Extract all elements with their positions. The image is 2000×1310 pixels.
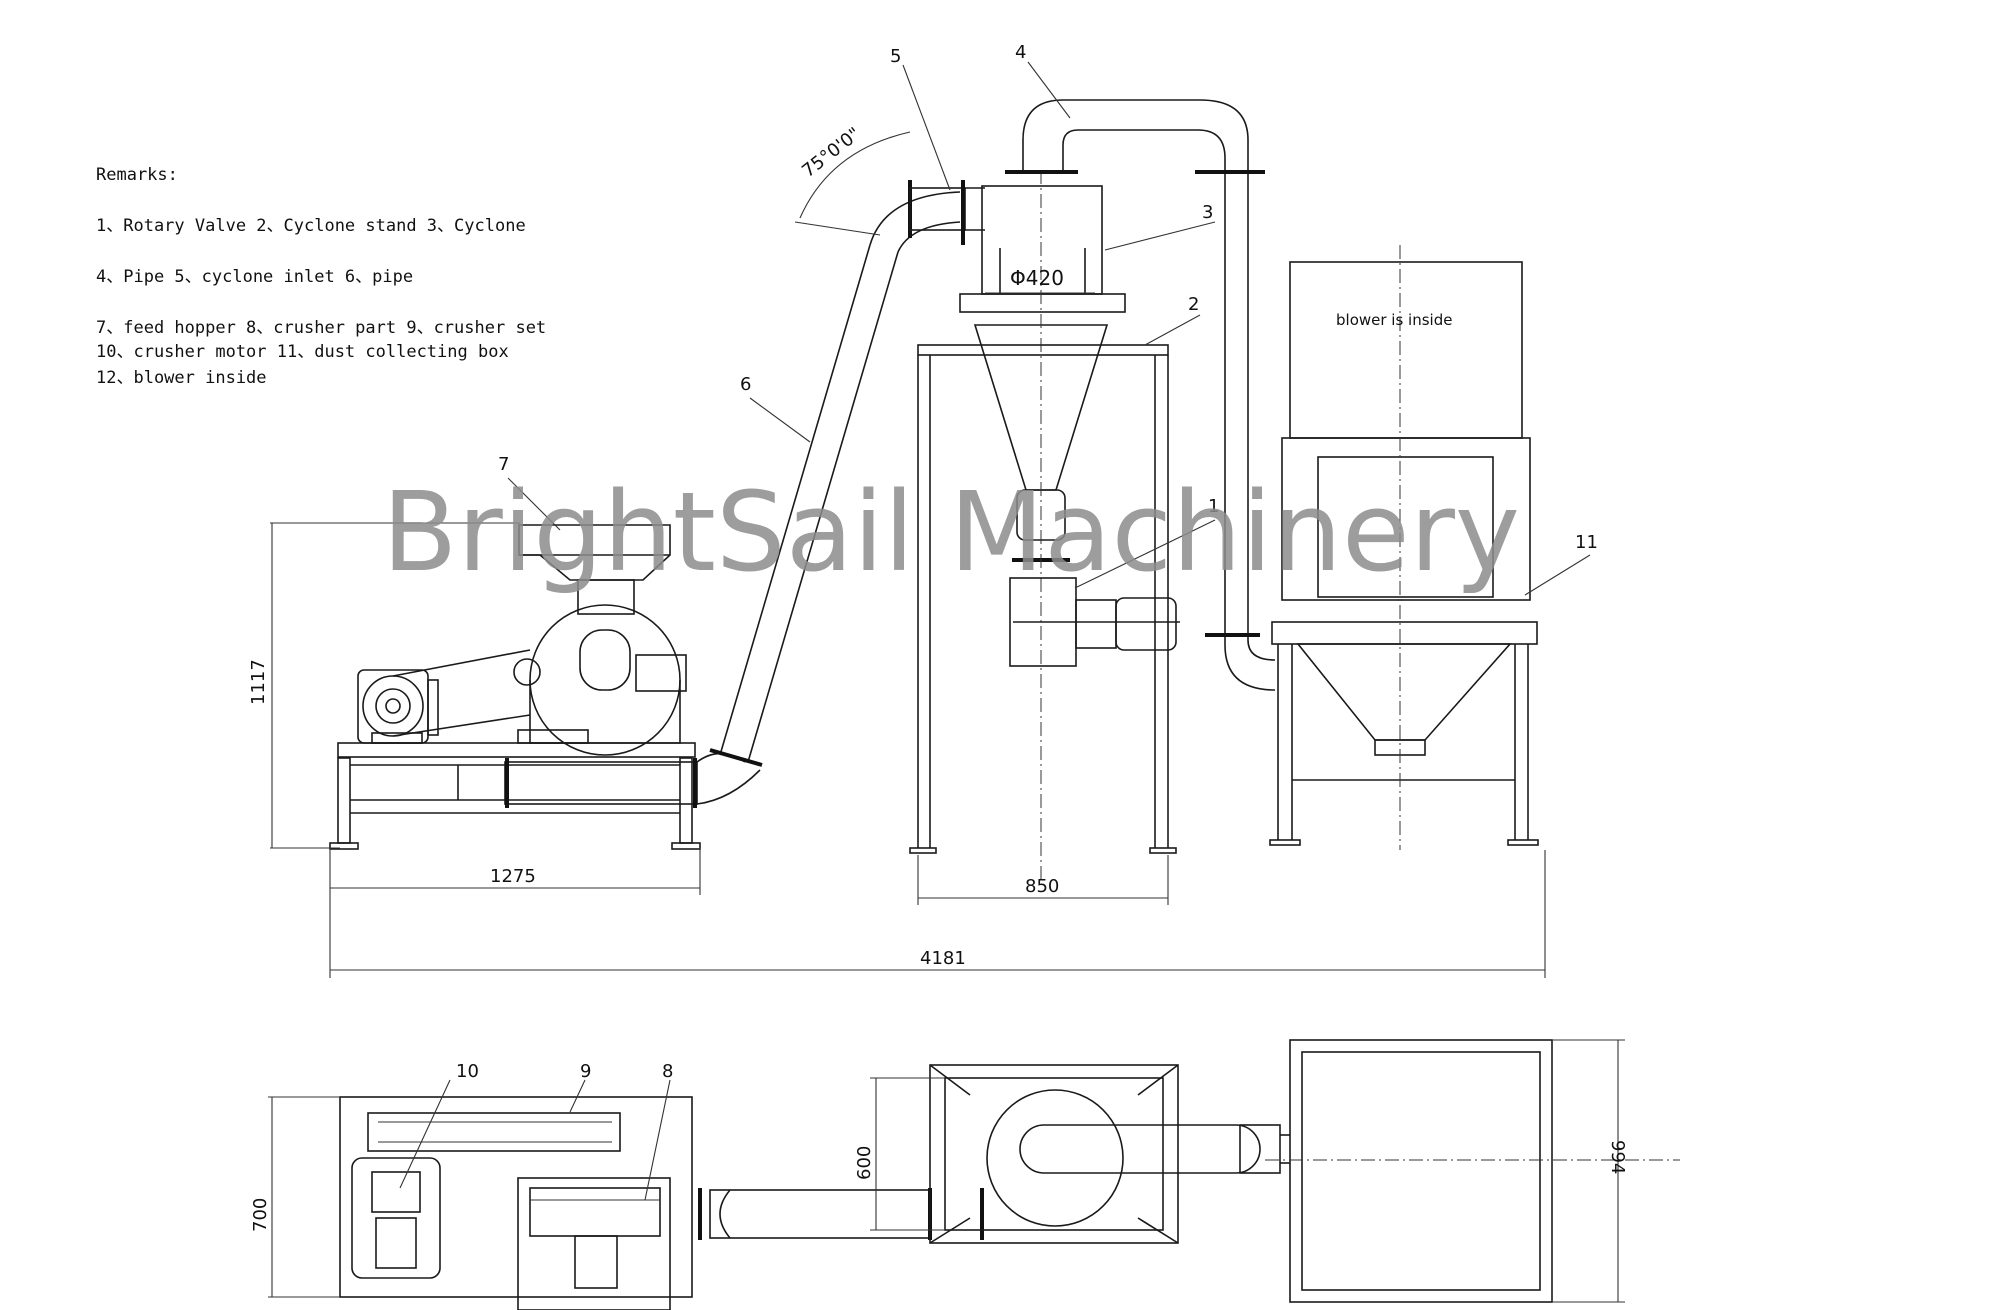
- remarks-line-3: 7、feed hopper 8、crusher part 9、crusher s…: [96, 318, 546, 338]
- dim-850-label: 850: [1025, 876, 1059, 897]
- dimension-phi420: Φ420: [985, 266, 1095, 294]
- plan-crusher-part: [517, 1177, 671, 1310]
- callout-1: 1: [1074, 496, 1219, 589]
- remarks-line-5: 12、blower inside: [96, 368, 267, 388]
- cyclone-inlet: [909, 180, 985, 245]
- crusher-outlet-pipe: [504, 752, 761, 808]
- callout-11: 11: [1524, 532, 1598, 596]
- remarks-block: Remarks: 1、Rotary Valve 2、Cyclone stand …: [96, 165, 546, 388]
- cyclone: [959, 170, 1126, 880]
- dimension-angle: 75°0'0": [794, 123, 911, 236]
- dim-phi420-label: Φ420: [1010, 266, 1064, 290]
- dimension-1117: 1117: [248, 522, 520, 849]
- callout-2: 2: [1144, 294, 1201, 346]
- crusher-motor-elevation: [357, 649, 531, 744]
- remarks-line-2: 4、Pipe 5、cyclone inlet 6、pipe: [96, 267, 413, 287]
- watermark: BrightSail Machinery: [382, 468, 1520, 596]
- dimension-850: 850: [917, 855, 1169, 905]
- plan-crusher-base: [339, 1096, 693, 1298]
- callout-9-label: 9: [580, 1061, 591, 1082]
- remarks-line-1: 1、Rotary Valve 2、Cyclone stand 3、Cyclone: [96, 216, 526, 236]
- callout-1-label: 1: [1208, 496, 1219, 517]
- dim-994-label: 994: [1607, 1140, 1628, 1174]
- plan-dust-box: [1265, 1039, 1680, 1303]
- callout-5-label: 5: [890, 46, 901, 67]
- callout-6-label: 6: [740, 374, 751, 395]
- plan-outlet-pipe: [698, 1188, 984, 1240]
- crusher-body: [513, 604, 687, 756]
- callout-6: 6: [740, 374, 811, 443]
- callout-4-label: 4: [1015, 42, 1026, 63]
- plan-callouts: 10 9 8: [399, 1061, 673, 1201]
- cyclone-stand: [909, 344, 1177, 854]
- callout-3: 3: [1104, 202, 1216, 251]
- dim-1275-label: 1275: [490, 866, 536, 887]
- pipe-4: [1005, 99, 1276, 691]
- remarks-title: Remarks:: [96, 165, 178, 185]
- blower-note: blower is inside: [1336, 311, 1452, 329]
- callout-4: 4: [1015, 42, 1071, 119]
- dust-collecting-box: blower is inside: [1269, 245, 1539, 850]
- rotary-valve: [1009, 577, 1180, 667]
- callout-11-label: 11: [1575, 532, 1598, 553]
- dim-1117-label: 1117: [248, 659, 269, 705]
- callout-8-label: 8: [662, 1061, 673, 1082]
- dim-600-label: 600: [854, 1146, 875, 1180]
- callout-2-label: 2: [1188, 294, 1199, 315]
- dimension-4181: 4181: [329, 850, 1546, 978]
- dim-700-label: 700: [250, 1198, 271, 1232]
- dim-angle-label: 75°0'0": [798, 123, 865, 181]
- plan-cyclone: [929, 1064, 1290, 1244]
- plan-dimensions: 700 600 994: [250, 1039, 1628, 1303]
- dimension-1275: 1275: [329, 848, 701, 895]
- remarks-line-4: 10、crusher motor 11、dust collecting box: [96, 342, 509, 362]
- callout-10-label: 10: [456, 1061, 479, 1082]
- feed-hopper: [518, 524, 671, 615]
- crusher-frame: [329, 742, 701, 850]
- callout-7: 7: [498, 454, 561, 531]
- callout-5: 5: [890, 46, 951, 191]
- dim-4181-label: 4181: [920, 948, 966, 969]
- callout-7-label: 7: [498, 454, 509, 475]
- callout-3-label: 3: [1202, 202, 1213, 223]
